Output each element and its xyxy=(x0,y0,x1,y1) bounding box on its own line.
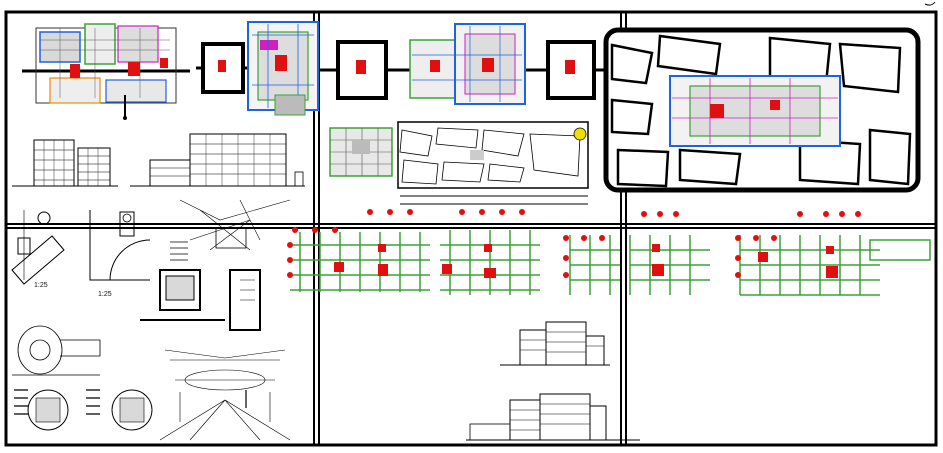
floor-plan-detail xyxy=(329,127,393,177)
structural-grid-1 xyxy=(287,209,430,292)
building-section-1 xyxy=(12,139,118,187)
section-detail-wall xyxy=(140,241,261,331)
detail-drawing-2 xyxy=(89,210,151,281)
detail-drawing-1 xyxy=(11,210,65,285)
building-section-2 xyxy=(130,133,305,187)
structural-grid-5 xyxy=(735,211,931,296)
structural-grid-3 xyxy=(563,235,620,295)
master-site-plan xyxy=(603,27,921,193)
building-elevation-2 xyxy=(466,393,640,441)
site-plan-1 xyxy=(22,23,190,120)
construction-details xyxy=(14,389,153,431)
detail-scale-label-2: 1:25 xyxy=(98,291,112,298)
building-elevation-1 xyxy=(500,321,610,366)
perspective-interior-1 xyxy=(179,199,291,251)
site-plan-2 xyxy=(196,21,319,116)
site-plan-link xyxy=(320,40,398,100)
structural-grid-2 xyxy=(440,209,540,295)
detail-scale-label-1: 1:25 xyxy=(34,282,48,289)
reception-perspective xyxy=(159,349,291,441)
site-plan-3 xyxy=(398,23,612,105)
urban-context-map xyxy=(397,121,589,205)
mri-machine-sketch xyxy=(12,325,101,376)
structural-grid-4 xyxy=(629,211,710,295)
